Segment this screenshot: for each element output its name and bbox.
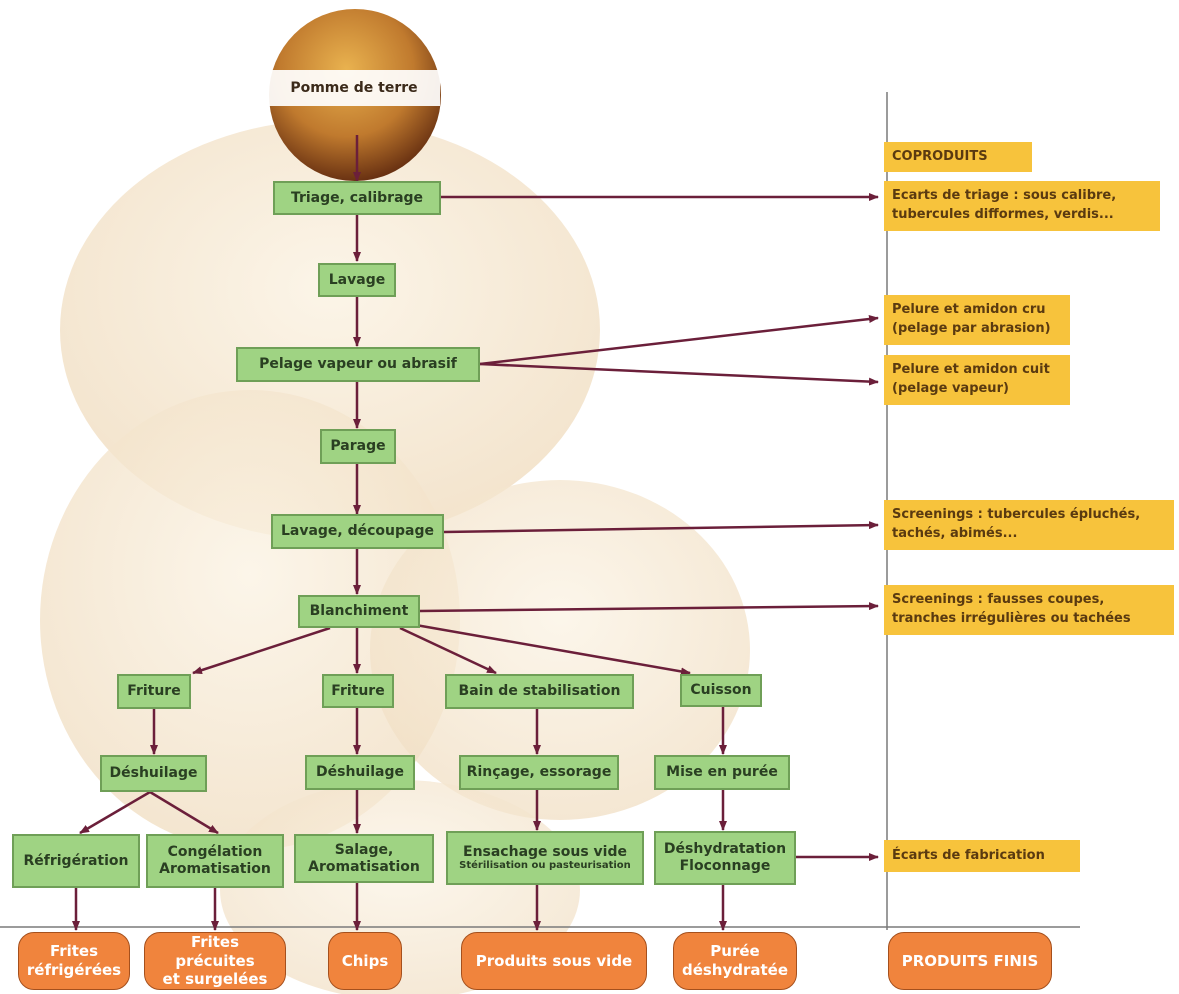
coproduct-ecarts-triage-line1: Ecarts de triage : sous calibre,: [892, 188, 1117, 204]
finished-products-header: PRODUITS FINIS: [888, 932, 1052, 990]
step-lavage: Lavage: [318, 263, 396, 297]
step-salage: Salage, Aromatisation: [294, 834, 434, 883]
product-frites-refrigerees: Frites réfrigérées: [18, 932, 130, 990]
coproduct-ecarts-triage: Ecarts de triage : sous calibre, tubercu…: [884, 181, 1160, 231]
product-frites-precuites: Frites précuites et surgelées: [144, 932, 286, 990]
step-congelation-line2: Aromatisation: [159, 861, 271, 877]
product-chips: Chips: [328, 932, 402, 990]
step-puree: Mise en purée: [654, 755, 790, 790]
coproduct-pelure-cuit-line2: (pelage vapeur): [892, 381, 1009, 396]
step-ensachage: Ensachage sous vide Stérilisation ou pas…: [446, 831, 644, 885]
step-blanchiment: Blanchiment: [298, 595, 420, 628]
coproduct-screenings-coupes-line2: tranches irrégulières ou tachées: [892, 611, 1131, 626]
step-ensachage-line1: Ensachage sous vide: [463, 843, 627, 860]
step-deshuilage-frites: Déshuilage: [100, 755, 207, 792]
step-congelation-line1: Congélation: [167, 844, 263, 861]
coproduct-screenings-coupes-line1: Screenings : fausses coupes,: [892, 592, 1105, 608]
coproduct-screenings-epluches: Screenings : tubercules épluchés, tachés…: [884, 500, 1174, 550]
product-frites-refrigerees-line2: réfrigérées: [26, 961, 122, 979]
step-deshuilage-chips: Déshuilage: [305, 755, 415, 790]
coproduct-screenings-coupes: Screenings : fausses coupes, tranches ir…: [884, 585, 1174, 635]
product-sous-vide: Produits sous vide: [461, 932, 647, 990]
step-salage-line1: Salage,: [334, 841, 394, 858]
step-deshydratation-line2: Floconnage: [679, 858, 771, 874]
product-puree-deshydratee-line1: Purée: [710, 942, 760, 961]
step-parage: Parage: [320, 429, 396, 464]
source-label: Pomme de terre: [268, 70, 440, 106]
step-triage: Triage, calibrage: [273, 181, 441, 215]
step-congelation: Congélation Aromatisation: [146, 834, 284, 888]
step-cuisson: Cuisson: [680, 674, 762, 707]
step-ensachage-line2: Stérilisation ou pasteurisation: [459, 860, 631, 872]
coproduct-screenings-epluches-line2: tachés, abimés...: [892, 526, 1018, 541]
product-puree-deshydratee-line2: déshydratée: [681, 961, 789, 979]
step-refrigeration: Réfrigération: [12, 834, 140, 888]
step-lavage-decoupage: Lavage, découpage: [271, 514, 444, 549]
product-frites-precuites-line2: et surgelées: [162, 970, 268, 989]
step-rincage: Rinçage, essorage: [459, 755, 619, 790]
coproduct-pelure-cru-line2: (pelage par abrasion): [892, 321, 1051, 336]
step-friture-chips: Friture: [322, 674, 394, 708]
product-frites-precuites-line1: Frites précuites: [175, 932, 255, 970]
step-pelage: Pelage vapeur ou abrasif: [236, 347, 480, 382]
product-puree-deshydratee: Purée déshydratée: [673, 932, 797, 990]
coproducts-header: COPRODUITS: [884, 142, 1032, 172]
coproduct-ecarts-triage-line2: tubercules difformes, verdis...: [892, 207, 1114, 222]
coproduct-ecarts-fabrication: Écarts de fabrication: [884, 840, 1080, 872]
step-deshydratation: Déshydratation Floconnage: [654, 831, 796, 885]
coproduct-pelure-cru-line1: Pelure et amidon cru: [892, 302, 1046, 318]
step-deshydratation-line1: Déshydratation: [663, 841, 787, 858]
coproduct-pelure-cuit: Pelure et amidon cuit (pelage vapeur): [884, 355, 1070, 405]
coproduct-pelure-cru: Pelure et amidon cru (pelage par abrasio…: [884, 295, 1070, 345]
product-frites-refrigerees-line1: Frites: [49, 942, 99, 961]
step-friture-frites: Friture: [117, 674, 191, 709]
step-bain-stabilisation: Bain de stabilisation: [445, 674, 634, 709]
step-salage-line2: Aromatisation: [308, 858, 420, 875]
coproduct-screenings-epluches-line1: Screenings : tubercules épluchés,: [892, 507, 1141, 523]
coproduct-pelure-cuit-line1: Pelure et amidon cuit: [892, 362, 1050, 378]
